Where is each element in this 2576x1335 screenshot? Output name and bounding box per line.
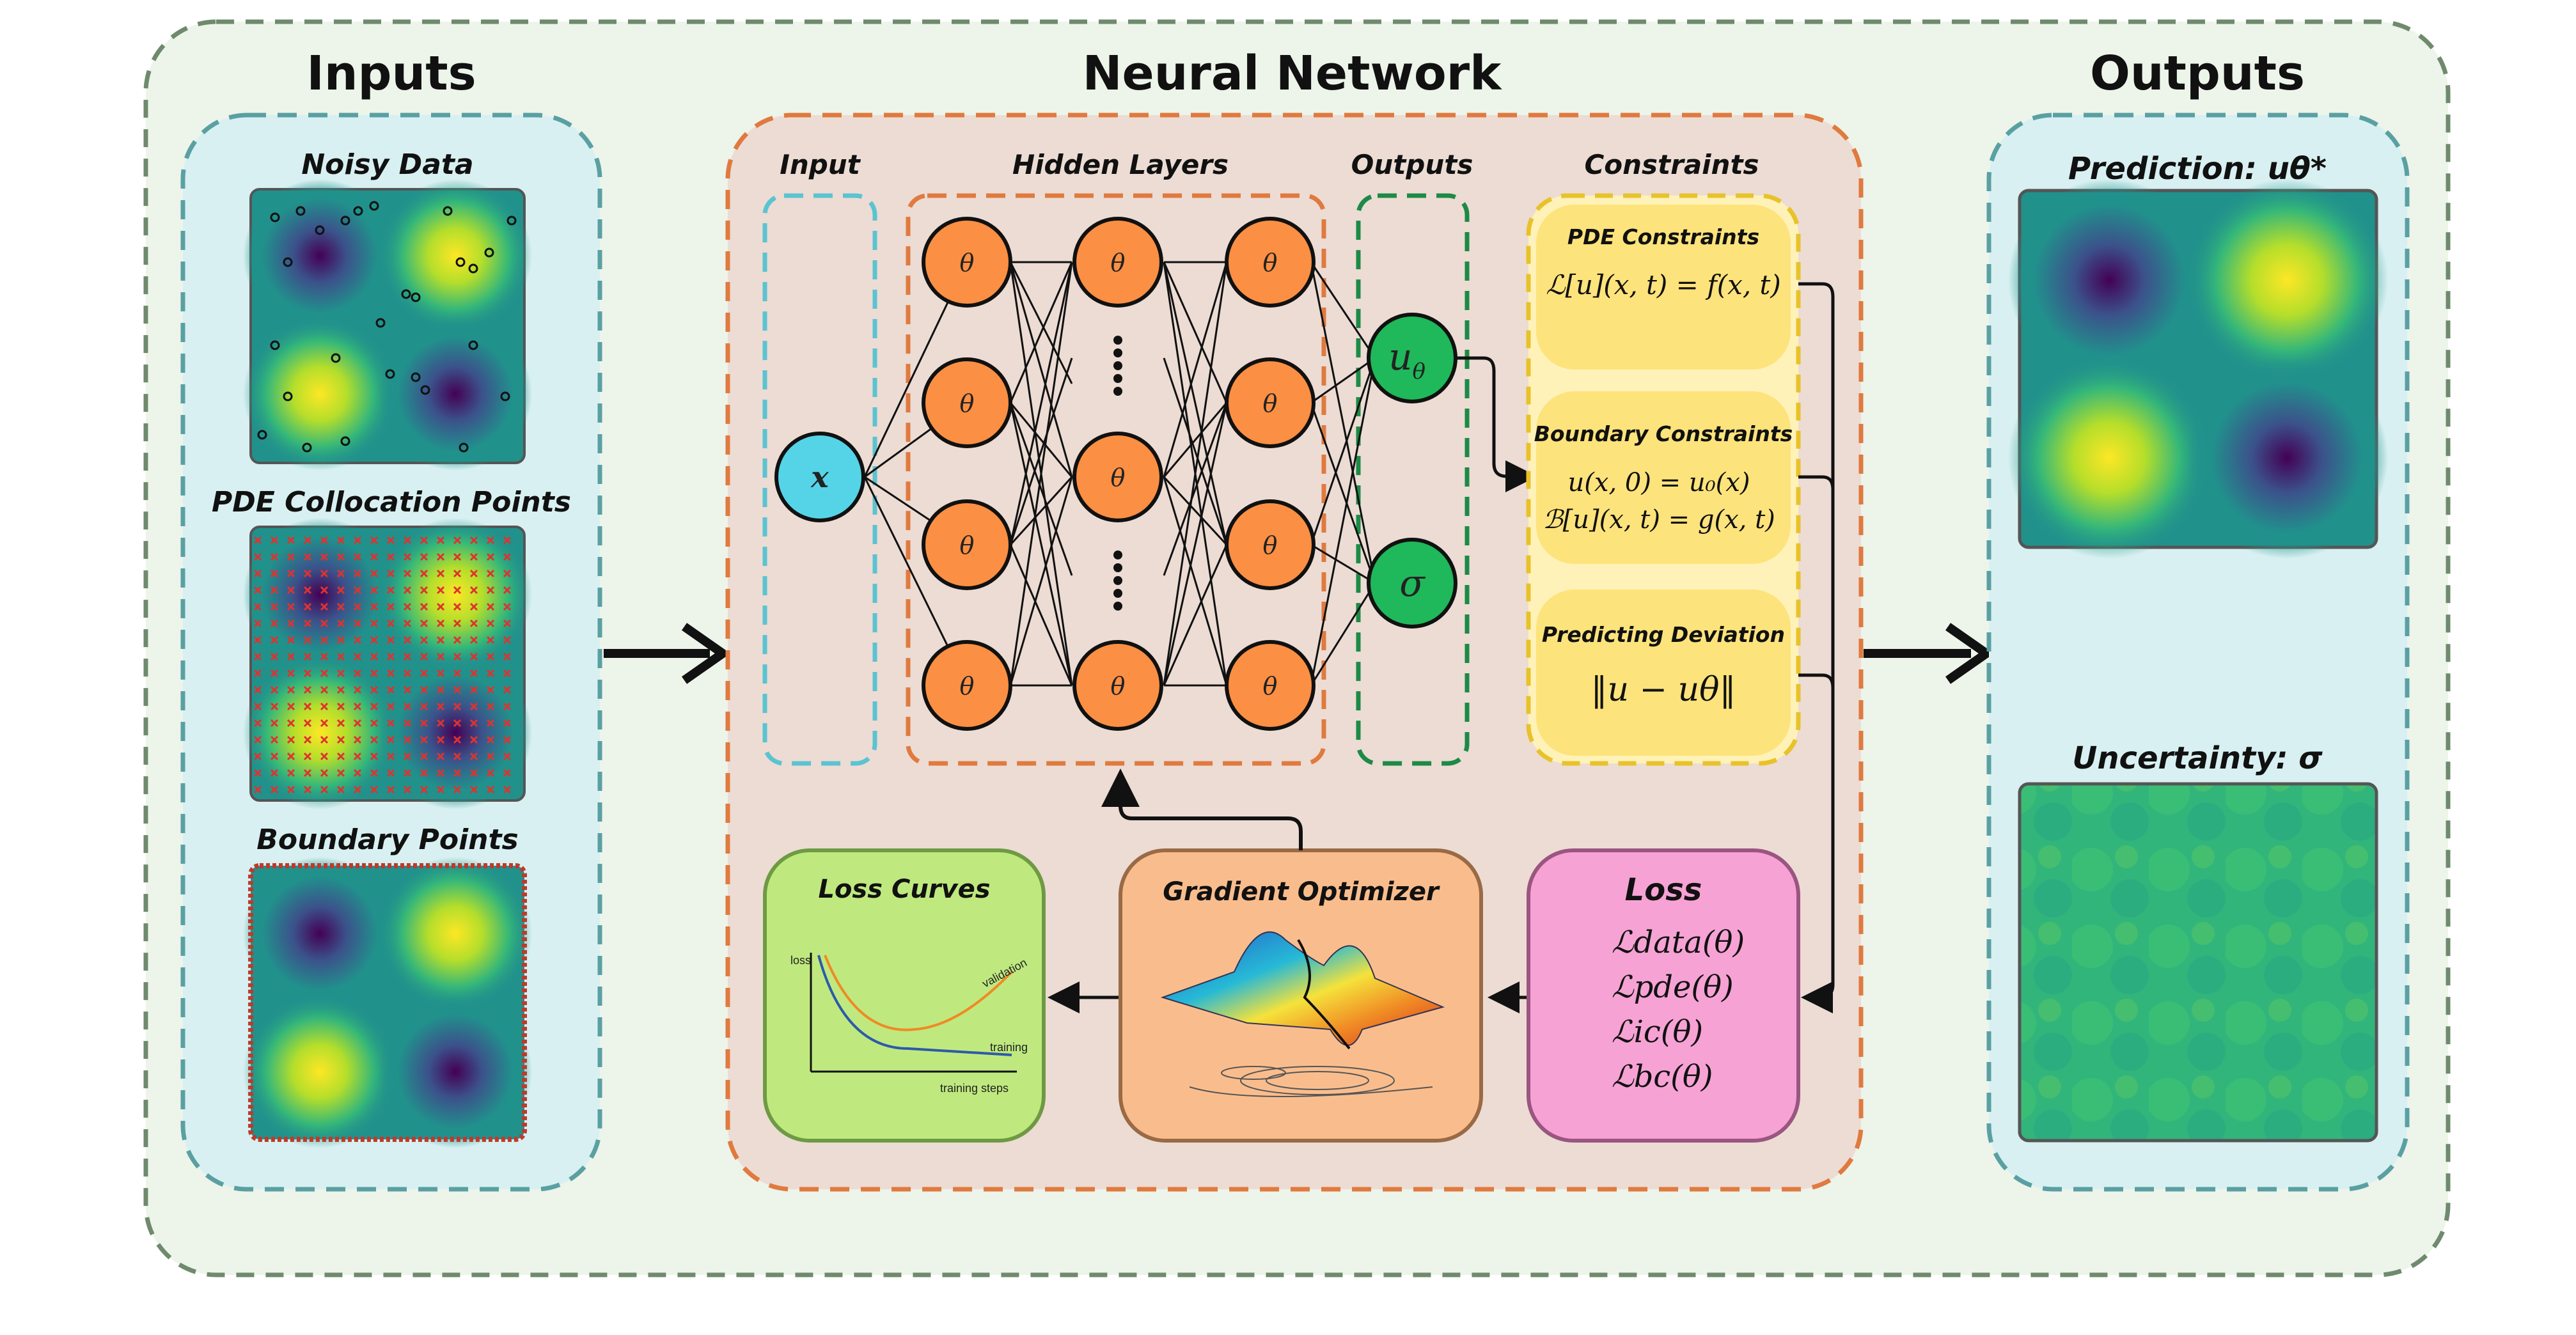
output-node-u: uθ — [1367, 313, 1457, 403]
hidden-node — [1225, 357, 1315, 448]
hidden-node-theta: θ — [1111, 464, 1126, 492]
hidden-node — [922, 217, 1012, 308]
hidden-node-theta: θ — [1263, 531, 1278, 559]
pde-constraint-eq: ℒ[u](x, t) = f(x, t) — [1546, 269, 1781, 301]
steps-axis-label: training steps — [940, 1082, 1009, 1095]
hidden-node-theta: θ — [1263, 249, 1278, 277]
input-layer-box — [762, 193, 877, 766]
output-layer-box — [1356, 193, 1470, 766]
loss-curves-title: Loss Curves — [818, 875, 990, 904]
hidden-node-theta: θ — [1111, 249, 1126, 277]
boundary-eq-1: u(x, 0) = u₀(x) — [1568, 468, 1750, 497]
loss-surface — [1160, 931, 1445, 1046]
hidden-node — [1225, 640, 1315, 731]
boundary-points-label: Boundary Points — [256, 824, 518, 856]
hidden-node — [922, 499, 1012, 590]
training-label: training — [990, 1041, 1028, 1054]
uncertainty-plot — [2018, 782, 2378, 1143]
hidden-node — [1072, 217, 1163, 308]
pde-constraint-card: PDE Constraints ℒ[u](x, t) = f(x, t) — [1536, 205, 1791, 370]
inputs-title: Inputs — [306, 46, 476, 101]
hidden-layer-2: θ θ θ — [1072, 217, 1163, 731]
network-connections — [863, 261, 1376, 687]
input-node: x — [774, 432, 865, 522]
hidden-layer-3: θ θ θ θ — [1225, 217, 1315, 731]
noisy-data-plot — [243, 179, 532, 471]
prediction-plot — [2008, 179, 2388, 559]
outputs-title: Outputs — [2090, 46, 2305, 101]
hidden-header: Hidden Layers — [1012, 149, 1229, 180]
hidden-node — [1225, 499, 1315, 590]
loss-curves-card: Loss Curves loss training steps validati… — [763, 848, 1046, 1143]
hidden-node-theta: θ — [960, 531, 975, 559]
hidden-layer-1: θ θ θ θ — [922, 217, 1012, 731]
hidden-node — [922, 640, 1012, 731]
noisy-data-label: Noisy Data — [301, 148, 473, 181]
hidden-node — [1072, 640, 1163, 731]
arrow-outputs-head — [1945, 623, 1991, 684]
deviation-title: Predicting Deviation — [1542, 622, 1785, 647]
gradient-optimizer-card: Gradient Optimizer — [1119, 848, 1483, 1143]
optimizer-title: Gradient Optimizer — [1163, 877, 1440, 907]
input-header: Input — [780, 149, 861, 180]
hidden-node — [1072, 432, 1163, 522]
constraints-header: Constraints — [1584, 149, 1759, 180]
hidden-node-theta: θ — [960, 249, 975, 277]
hidden-node-theta: θ — [960, 389, 975, 418]
loss-term-pde: ℒpde(θ) — [1612, 969, 1734, 1005]
arrow-u-to-constraints — [1456, 356, 1537, 492]
input-node-label: x — [810, 460, 829, 494]
hidden-node-theta: θ — [960, 672, 975, 700]
network-title: Neural Network — [1083, 46, 1503, 101]
hidden-layer-box — [906, 193, 1326, 766]
constraints-to-loss-connector — [1798, 282, 1835, 1013]
sigma-label: σ — [1399, 561, 1425, 605]
pde-collocation-plot — [243, 518, 532, 809]
hidden-node-theta: θ — [1111, 672, 1126, 700]
loss-term-ic: ℒic(θ) — [1612, 1014, 1703, 1050]
arrow-optimizer-to-network — [1101, 769, 1303, 850]
hidden-node — [1225, 217, 1315, 308]
pde-constraint-title: PDE Constraints — [1567, 224, 1759, 249]
loss-title: Loss — [1625, 872, 1702, 908]
optimizer-path — [1297, 939, 1351, 1050]
loss-axis-label: loss — [790, 954, 811, 967]
boundary-eq-2: ℬ[u](x, t) = g(x, t) — [1543, 505, 1775, 535]
uncertainty-label: Uncertainty: σ — [2072, 740, 2323, 776]
loss-term-data: ℒdata(θ) — [1612, 925, 1745, 960]
hidden-node-theta: θ — [1263, 389, 1278, 418]
contour-lines — [1189, 1066, 1433, 1097]
boundary-constraint-title: Boundary Constraints — [1534, 421, 1793, 446]
validation-curve — [824, 955, 1013, 1031]
boundary-constraint-card: Boundary Constraints u(x, 0) = u₀(x) ℬ[u… — [1534, 391, 1793, 564]
arrow-inputs-head — [681, 623, 727, 684]
ellipsis-dots — [1113, 550, 1122, 611]
outputs-header: Outputs — [1351, 149, 1473, 180]
loss-card: Loss ℒdata(θ) ℒpde(θ) ℒic(θ) ℒbc(θ) — [1527, 848, 1800, 1143]
ellipsis-dots — [1113, 336, 1122, 396]
boundary-points-plot — [243, 857, 532, 1148]
pde-collocation-label: PDE Collocation Points — [212, 486, 571, 519]
hidden-node-theta: θ — [1263, 672, 1278, 700]
u-theta-label: uθ — [1388, 335, 1425, 384]
training-curve — [817, 955, 1012, 1056]
loss-term-bc: ℒbc(θ) — [1612, 1059, 1713, 1095]
output-node-sigma: σ — [1367, 538, 1457, 628]
deviation-card: Predicting Deviation ‖u − uθ‖ — [1536, 589, 1791, 756]
deviation-eq: ‖u − uθ‖ — [1591, 671, 1736, 709]
hidden-node — [922, 357, 1012, 448]
